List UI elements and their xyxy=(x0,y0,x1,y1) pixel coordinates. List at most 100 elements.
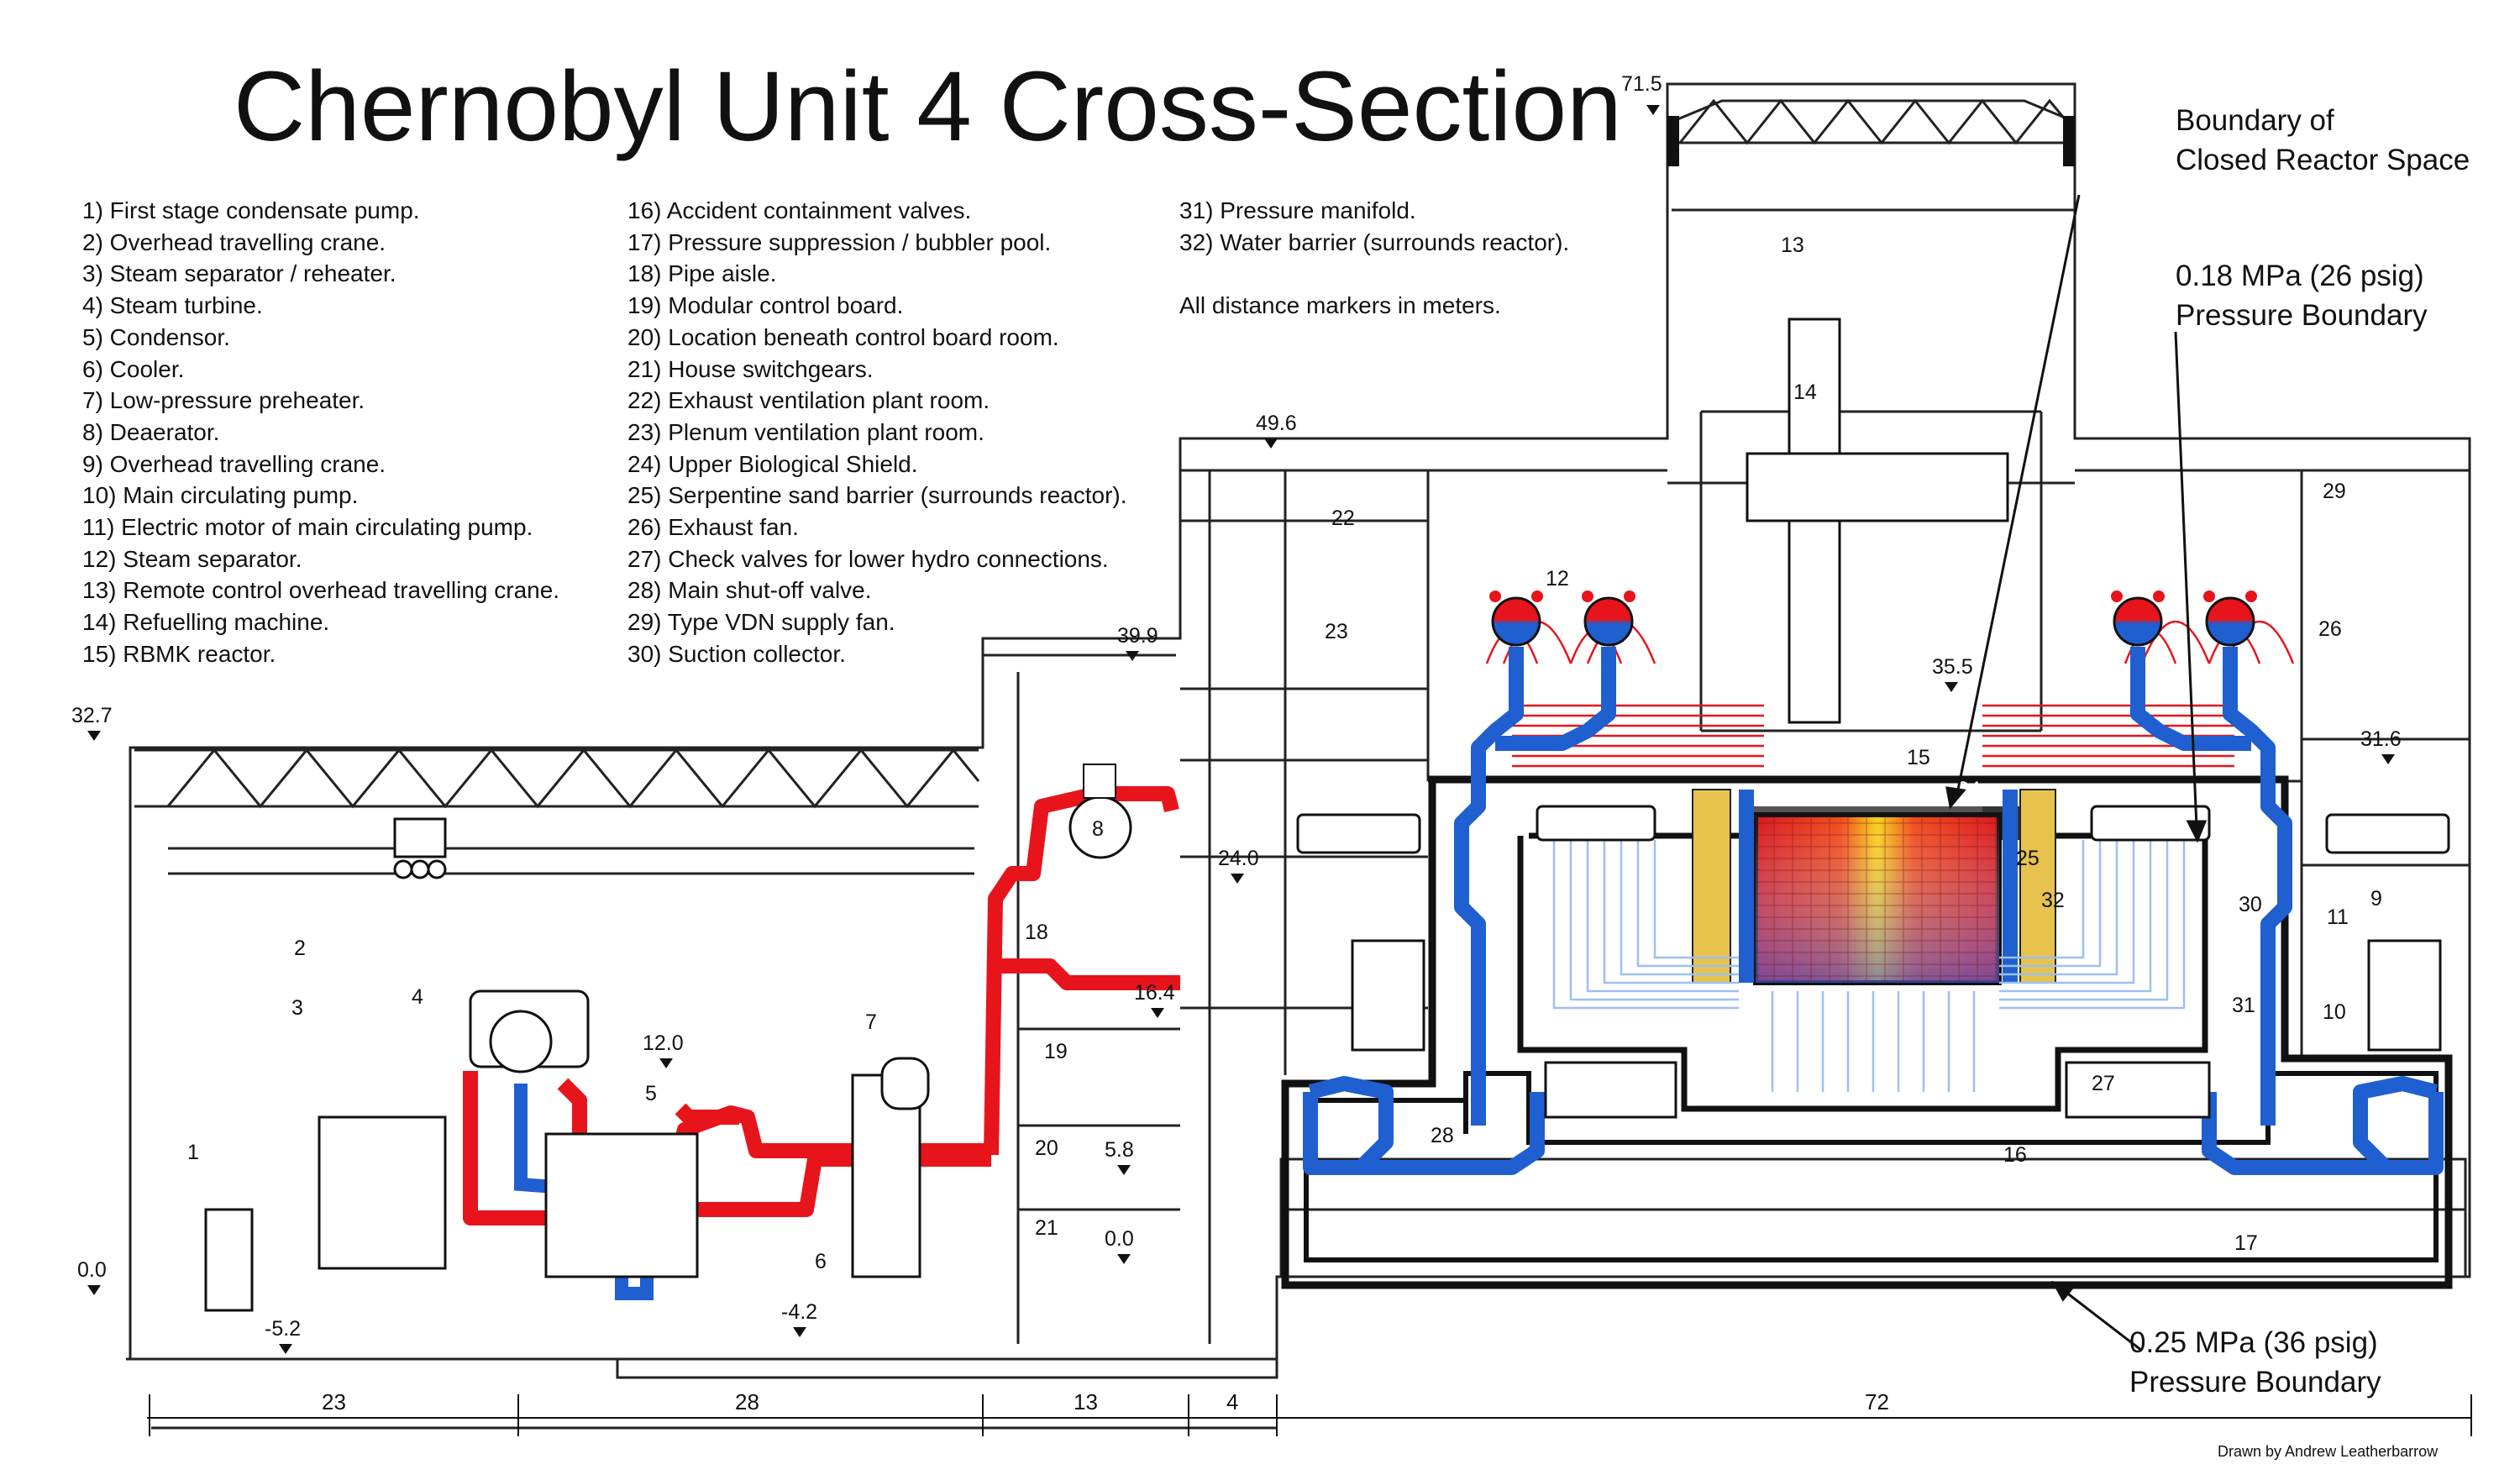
legend-item: 8) Deaerator. xyxy=(82,418,220,445)
label-17: 17 xyxy=(2234,1231,2258,1255)
label-4: 4 xyxy=(412,985,423,1009)
elevation-35-5: 35.5 xyxy=(1932,655,1973,679)
label-5: 5 xyxy=(645,1082,657,1105)
legend-item: All distance markers in meters. xyxy=(1179,292,1501,319)
component-labels: 1 2 3 4 5 6 7 8 9 10 11 12 13 14 15 16 1… xyxy=(187,234,2382,1273)
elevation-49-6: 49.6 xyxy=(1256,412,1297,435)
legend-item: 12) Steam separator. xyxy=(82,545,302,572)
legend-item: 15) RBMK reactor. xyxy=(82,640,276,667)
page-title: Chernobyl Unit 4 Cross-Section xyxy=(234,51,1622,162)
legend-item: 24) Upper Biological Shield. xyxy=(627,450,918,477)
label-11: 11 xyxy=(2327,905,2349,929)
reactor-core xyxy=(1692,789,2056,985)
legend-item: 30) Suction collector. xyxy=(627,640,846,667)
label-28: 28 xyxy=(1431,1124,1454,1147)
dimension-23: 23 xyxy=(322,1389,346,1414)
label-18: 18 xyxy=(1025,921,1048,944)
legend-item: 13) Remote control overhead travelling c… xyxy=(82,577,560,604)
legend-item: 5) Condensor. xyxy=(82,323,230,350)
annotation-boundary-018-line2: Pressure Boundary xyxy=(2176,299,2428,332)
elevation-24-0: 24.0 xyxy=(1218,847,1259,870)
legend-item: 31) Pressure manifold. xyxy=(1179,197,1416,223)
dimension-lines xyxy=(147,1394,2472,1436)
label-30: 30 xyxy=(2239,893,2262,916)
label-20: 20 xyxy=(1035,1136,1058,1160)
legend-item: 19) Modular control board. xyxy=(627,292,904,319)
label-2: 2 xyxy=(294,937,306,960)
dimension-28: 28 xyxy=(735,1389,759,1414)
elevation-39-9: 39.9 xyxy=(1117,624,1158,648)
elevation-31-6: 31.6 xyxy=(2360,727,2402,751)
legend-item: 3) Steam separator / reheater. xyxy=(82,260,396,287)
roof-block-left xyxy=(1667,116,1679,166)
label-9: 9 xyxy=(2370,887,2382,911)
legend-item: 14) Refuelling machine. xyxy=(82,609,330,636)
label-27: 27 xyxy=(2092,1072,2115,1095)
label-13: 13 xyxy=(1781,234,1804,257)
legend-column-3: 31) Pressure manifold.32) Water barrier … xyxy=(1179,195,1569,322)
annotation-boundary-018: 0.18 MPa (26 psig) Pressure Boundary xyxy=(2176,256,2428,335)
legend-item: 1) First stage condensate pump. xyxy=(82,197,420,223)
annotation-closed-space: Boundary of Closed Reactor Space xyxy=(2176,101,2470,180)
annotation-boundary-025-line2: Pressure Boundary xyxy=(2129,1366,2381,1399)
pressure-boundary-025 xyxy=(1281,775,2453,1289)
elevation-12-0: 12.0 xyxy=(643,1031,684,1055)
label-6: 6 xyxy=(815,1250,827,1273)
legend-item: 18) Pipe aisle. xyxy=(627,260,777,287)
elevation-minus-4-2: -4.2 xyxy=(781,1300,817,1324)
steam-separators xyxy=(1489,590,2257,647)
label-25: 25 xyxy=(2016,847,2040,870)
elevation-32-7: 32.7 xyxy=(71,704,113,727)
label-12: 12 xyxy=(1546,567,1569,590)
label-29: 29 xyxy=(2323,480,2346,503)
turbine xyxy=(204,817,930,1312)
building-outline xyxy=(126,82,2471,1430)
label-21: 21 xyxy=(1035,1216,1058,1240)
legend-item: 4) Steam turbine. xyxy=(82,292,263,319)
annotation-boundary-025-line1: 0.25 MPa (36 psig) xyxy=(2129,1326,2378,1359)
label-10: 10 xyxy=(2323,1000,2346,1024)
annotation-boundary-025: 0.25 MPa (36 psig) Pressure Boundary xyxy=(2129,1323,2381,1402)
elevation-minus-5-2: -5.2 xyxy=(265,1317,301,1341)
legend-item: 10) Main circulating pump. xyxy=(82,482,359,509)
legend-item: 11) Electric motor of main circulating p… xyxy=(82,514,533,541)
legend-item: 21) House switchgears. xyxy=(627,355,874,382)
elevation-0-0-center: 0.0 xyxy=(1105,1227,1134,1251)
annotation-boundary-018-line1: 0.18 MPa (26 psig) xyxy=(2176,260,2424,292)
legend-item: 22) Exhaust ventilation plant room. xyxy=(627,387,990,414)
pressure-boundary-018 xyxy=(1517,832,2208,1112)
legend-item: 29) Type VDN supply fan. xyxy=(627,609,895,636)
legend-item: 17) Pressure suppression / bubbler pool. xyxy=(627,228,1052,255)
label-8: 8 xyxy=(1092,817,1104,841)
legend-item: 20) Location beneath control board room. xyxy=(627,323,1059,350)
label-3: 3 xyxy=(291,996,303,1020)
annotation-closed-space-line1: Boundary of xyxy=(2176,104,2334,137)
label-14: 14 xyxy=(1793,380,1817,404)
legend-column-2: 16) Accident containment valves.17) Pres… xyxy=(627,195,1127,670)
legend-item: 28) Main shut-off valve. xyxy=(627,577,872,604)
legend-item: 9) Overhead travelling crane. xyxy=(82,450,386,477)
legend-item xyxy=(1179,258,1569,290)
legend-item: 26) Exhaust fan. xyxy=(627,514,799,541)
legend-item: 25) Serpentine sand barrier (surrounds r… xyxy=(627,482,1127,509)
label-32: 32 xyxy=(2041,889,2065,912)
label-1: 1 xyxy=(187,1141,199,1164)
water-tube-banks xyxy=(1552,840,2186,1092)
label-26: 26 xyxy=(2318,617,2342,641)
dimension-13: 13 xyxy=(1074,1389,1098,1414)
coolant-pipes xyxy=(1303,647,2444,1175)
label-7: 7 xyxy=(865,1010,877,1034)
dimension-labels: 23 28 13 4 72 xyxy=(322,1389,1889,1414)
label-16: 16 xyxy=(2003,1143,2027,1167)
legend-item: 27) Check valves for lower hydro connect… xyxy=(627,545,1109,572)
elevation-71-5: 71.5 xyxy=(1621,72,1662,96)
credit: Drawn by Andrew Leatherbarrow xyxy=(2218,1443,2439,1460)
elevation-marker-icons xyxy=(87,105,2395,1354)
label-19: 19 xyxy=(1044,1040,1068,1063)
label-15: 15 xyxy=(1907,746,1930,769)
roof-block-right xyxy=(2063,116,2075,166)
elevation-5-8: 5.8 xyxy=(1105,1138,1134,1162)
legend-item: 23) Plenum ventilation plant room. xyxy=(627,418,984,445)
annotation-closed-space-line2: Closed Reactor Space xyxy=(2176,144,2470,176)
